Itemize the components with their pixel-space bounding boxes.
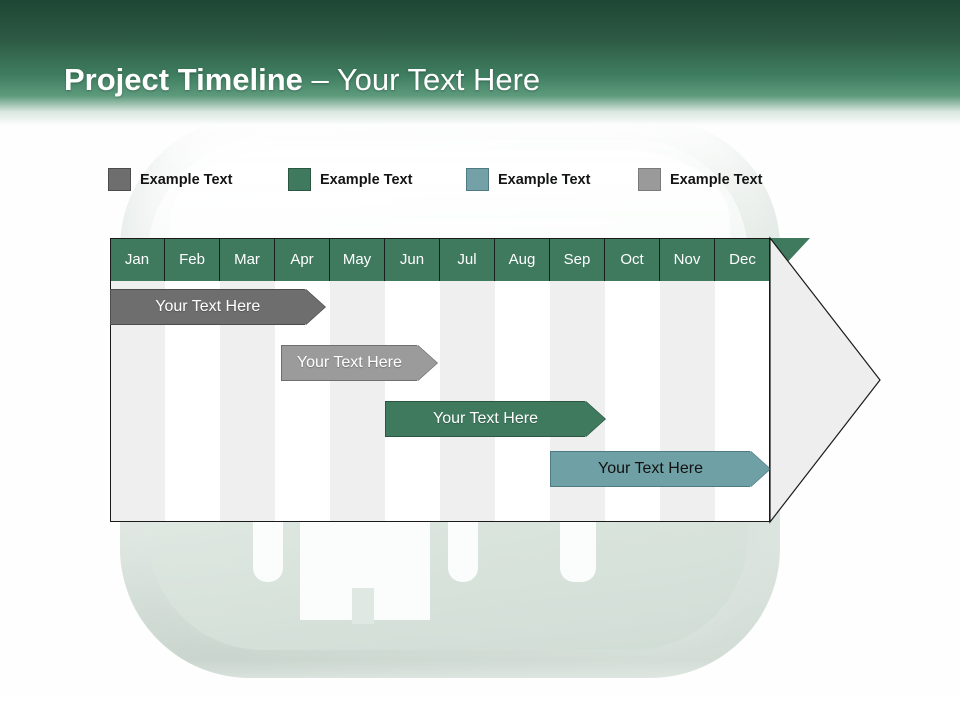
page-title-rest: – Your Text Here	[302, 62, 541, 97]
task-bar-label: Your Text Here	[296, 354, 402, 371]
header-banner	[0, 0, 960, 104]
legend-swatch-gray-dark	[108, 168, 131, 191]
legend-item-label: Example Text	[498, 171, 591, 188]
legend-item-label: Example Text	[670, 171, 763, 188]
month-cell-jan[interactable]: Jan	[110, 238, 165, 281]
task-bar-arrow-tip-icon	[750, 451, 770, 487]
header-banner-fade	[0, 104, 960, 126]
task-bar-body: Your Text Here	[110, 289, 305, 325]
legend-swatch-green	[288, 168, 311, 191]
legend-item-4[interactable]: Example Text	[638, 168, 762, 191]
month-cell-apr[interactable]: Apr	[275, 238, 330, 281]
month-cell-feb[interactable]: Feb	[165, 238, 220, 281]
page-title: Project Timeline – Your Text Here	[64, 60, 540, 100]
month-cell-dec[interactable]: Dec	[715, 238, 770, 281]
month-cell-aug[interactable]: Aug	[495, 238, 550, 281]
task-bar-4[interactable]: Your Text Here	[550, 451, 770, 487]
month-cell-nov[interactable]: Nov	[660, 238, 715, 281]
legend-item-label: Example Text	[320, 171, 413, 188]
legend-item-label: Example Text	[140, 171, 233, 188]
legend: Example Text Example Text Example Text Exam…	[108, 168, 808, 194]
task-bar-2[interactable]: Your Text Here	[280, 345, 438, 381]
month-header-arrow-tail	[770, 238, 810, 281]
task-bar-label: Your Text Here	[155, 298, 261, 315]
legend-item-3[interactable]: Example Text	[466, 168, 590, 191]
plug-body-notch-icon	[352, 588, 374, 624]
legend-swatch-teal	[466, 168, 489, 191]
task-bar-1[interactable]: Your Text Here	[110, 289, 325, 325]
month-cell-may[interactable]: May	[330, 238, 385, 281]
page-title-bold: Project Timeline	[64, 62, 303, 97]
task-bar-arrow-tip-icon	[304, 289, 325, 325]
task-bar-3[interactable]: Your Text Here	[385, 401, 605, 437]
month-cell-jul[interactable]: Jul	[440, 238, 495, 281]
background-bottom-fade	[0, 660, 960, 720]
month-cell-oct[interactable]: Oct	[605, 238, 660, 281]
task-bar-body: Your Text Here	[385, 401, 585, 437]
month-cell-sep[interactable]: Sep	[550, 238, 605, 281]
task-bar-body: Your Text Here	[280, 345, 418, 381]
task-bar-body: Your Text Here	[550, 451, 750, 487]
legend-item-2[interactable]: Example Text	[288, 168, 412, 191]
grid-column-may	[330, 281, 385, 521]
task-bar-arrow-tip-icon	[585, 401, 605, 437]
month-cell-jun[interactable]: Jun	[385, 238, 440, 281]
task-bar-label: Your Text Here	[433, 410, 538, 427]
legend-item-1[interactable]: Example Text	[108, 168, 232, 191]
task-bar-label: Your Text Here	[598, 460, 703, 477]
month-cell-mar[interactable]: Mar	[220, 238, 275, 281]
legend-swatch-gray-light	[638, 168, 661, 191]
task-bar-arrow-tip-icon	[417, 345, 438, 381]
